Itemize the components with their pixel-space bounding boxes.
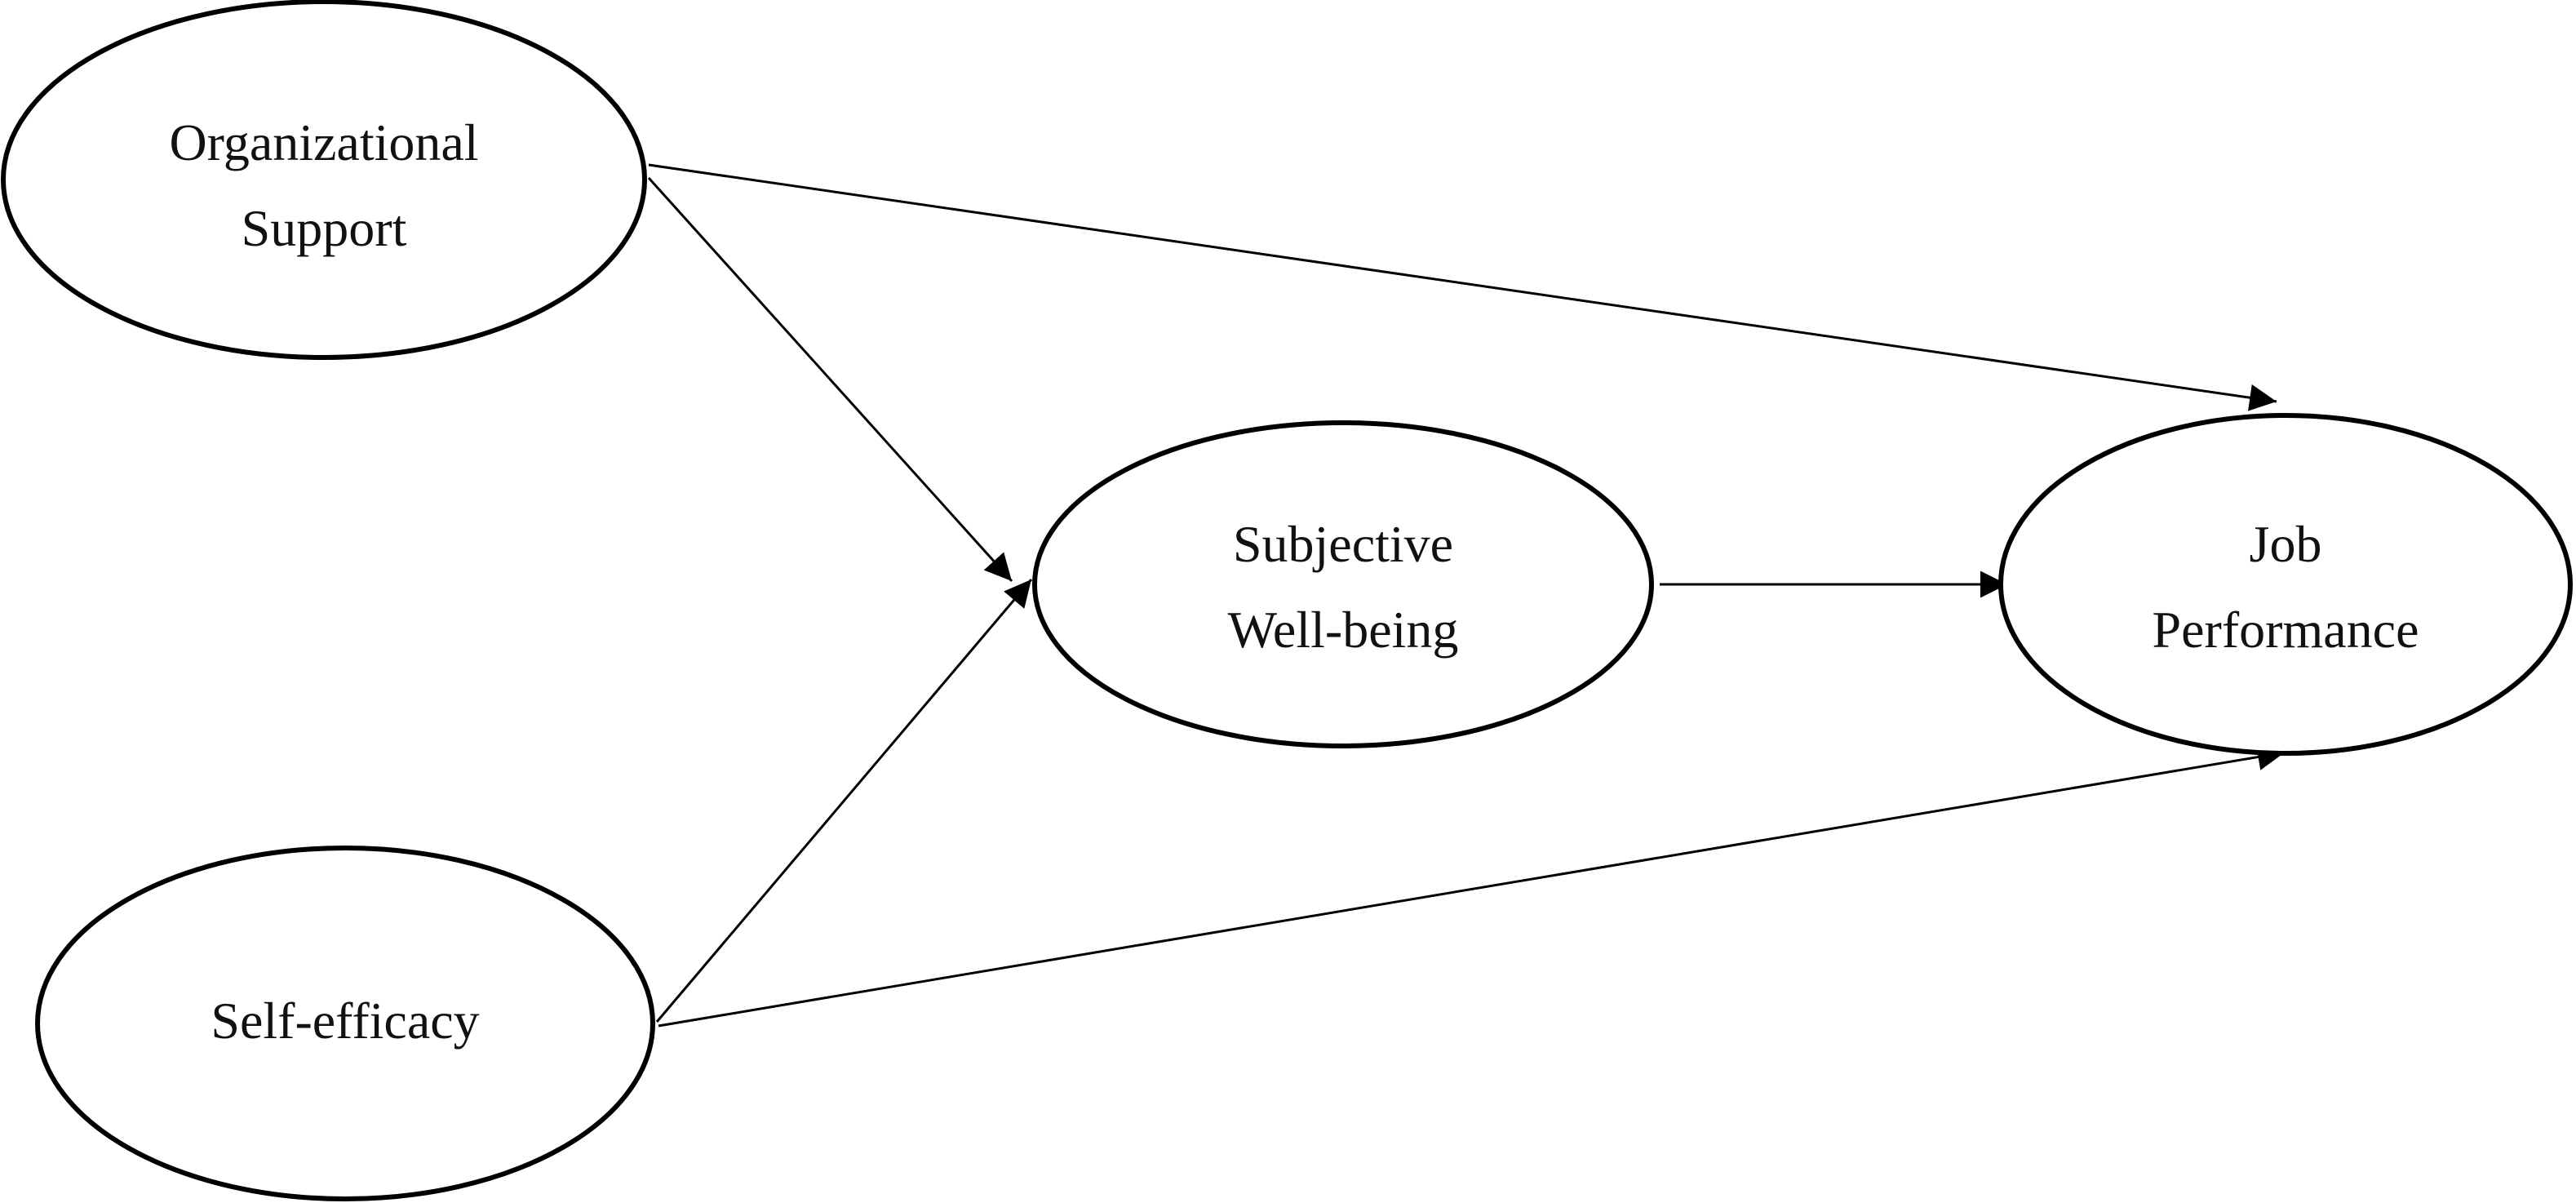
node-organizational-support-label-line1: Organizational bbox=[169, 113, 478, 171]
node-self-efficacy-ellipse bbox=[35, 846, 655, 1201]
edge-organizational-support-to-job-performance bbox=[648, 163, 2277, 411]
node-subjective-well-being: Subjective Well-being bbox=[1032, 420, 1654, 748]
edge-organizational-support-to-subjective-well-being bbox=[647, 176, 1013, 583]
node-self-efficacy: Self-efficacy bbox=[35, 846, 655, 1201]
edge-self-efficacy-to-subjective-well-being bbox=[655, 579, 1033, 1023]
node-job-performance-ellipse bbox=[1998, 413, 2573, 756]
node-subjective-well-being-label-line1: Subjective bbox=[1233, 515, 1453, 573]
node-organizational-support-ellipse bbox=[1, 0, 647, 360]
node-organizational-support-label-line2: Support bbox=[242, 199, 407, 257]
node-organizational-support: Organizational Support bbox=[1, 0, 647, 360]
node-self-efficacy-label: Self-efficacy bbox=[211, 992, 479, 1050]
node-subjective-well-being-ellipse bbox=[1032, 420, 1654, 748]
node-subjective-well-being-label-line2: Well-being bbox=[1228, 601, 1459, 659]
node-job-performance-label-line2: Performance bbox=[2153, 601, 2419, 659]
node-job-performance: Job Performance bbox=[1998, 413, 2573, 756]
node-job-performance-label-line1: Job bbox=[2250, 515, 2322, 573]
edge-self-efficacy-to-job-performance bbox=[658, 744, 2286, 1028]
